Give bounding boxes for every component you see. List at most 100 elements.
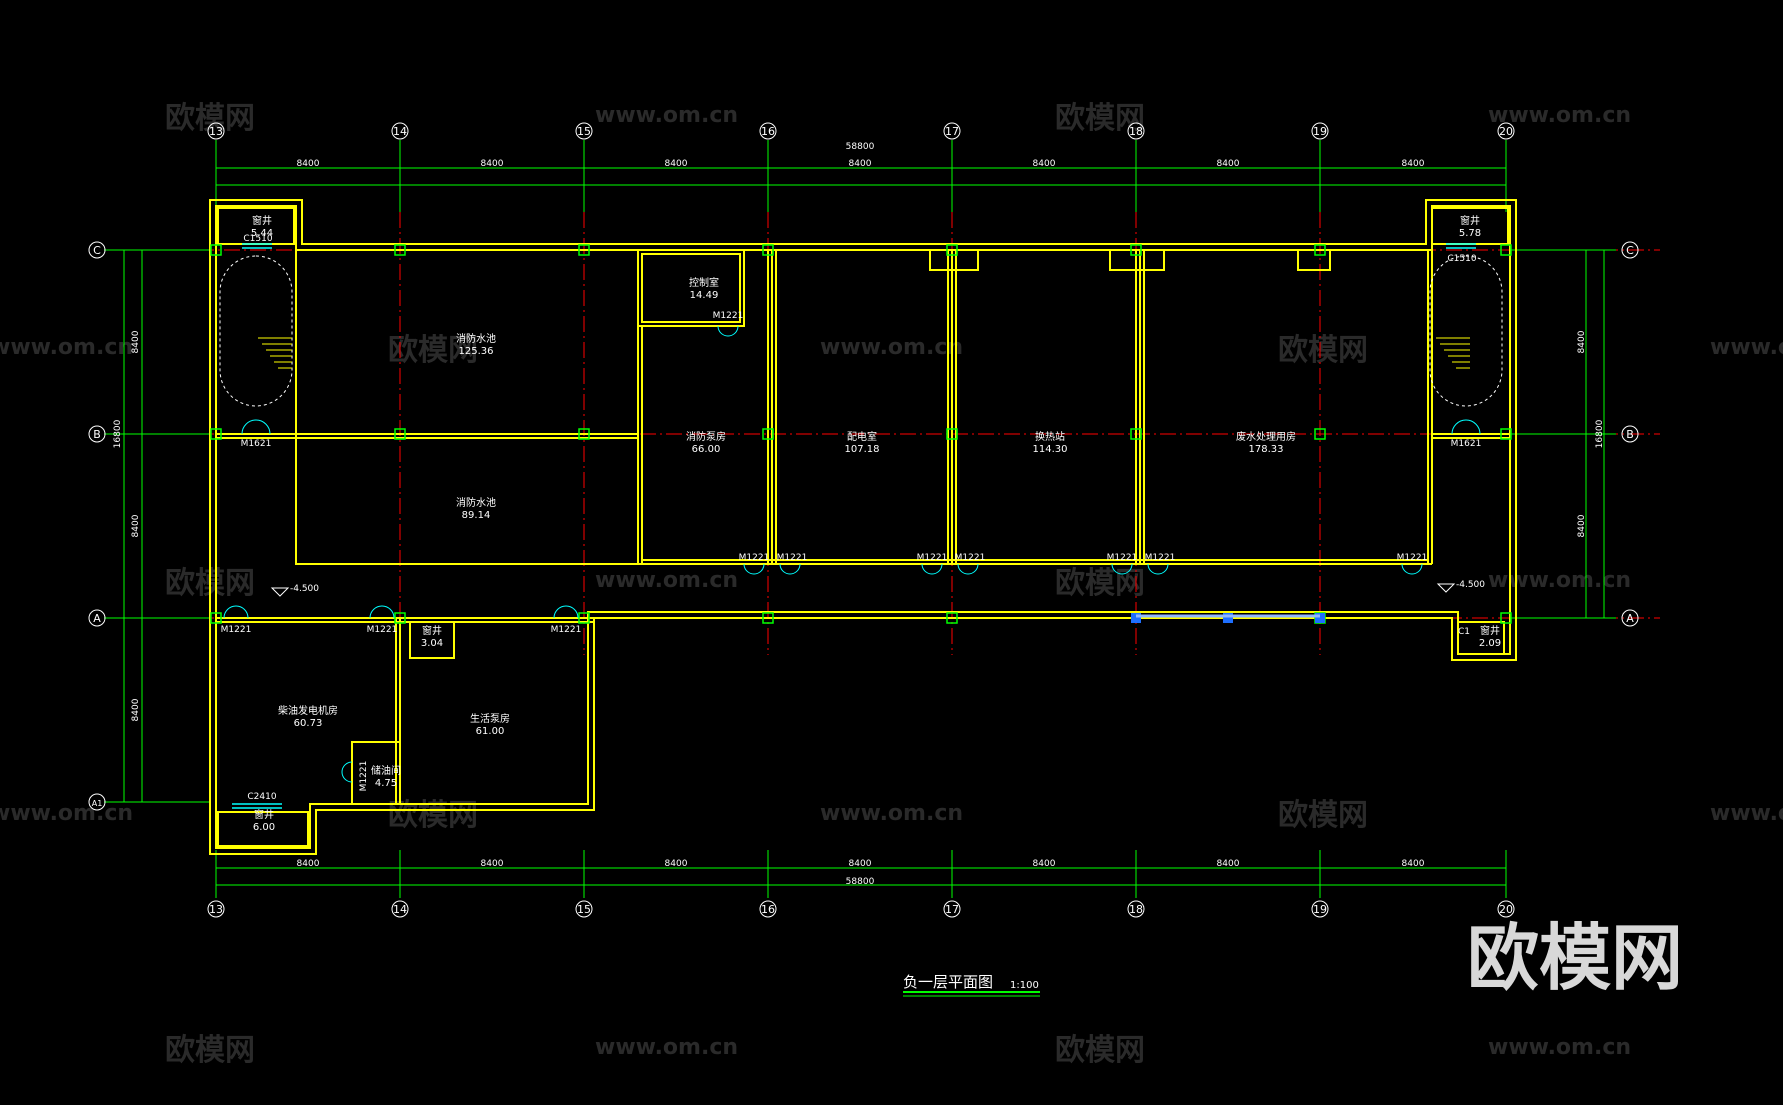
watermark-url: www.om.cn	[595, 1035, 738, 1060]
dim-top-4: 8400	[849, 159, 872, 169]
drawing-title-block: 负一层平面图 1:100	[903, 973, 1040, 997]
door-tag: M1221	[777, 553, 808, 563]
dim-right-total: 16800	[1595, 419, 1605, 448]
axis-label-B: B	[1626, 428, 1634, 441]
dim-bottom-1: 8400	[297, 859, 320, 869]
door-swing	[717, 325, 739, 337]
window-tag: C1510	[1447, 254, 1476, 264]
room-name: 储油间	[371, 764, 401, 777]
watermark-url: www.om.cn	[595, 103, 738, 128]
axis-label-18: 18	[1129, 903, 1143, 916]
dim-bottom-5: 8400	[1033, 859, 1056, 869]
room-name: 窗井	[1460, 214, 1480, 227]
door-swing	[241, 419, 271, 435]
dim-top-2: 8400	[481, 159, 504, 169]
window-well-room	[1457, 621, 1505, 655]
window-well-room	[217, 811, 309, 847]
elevation-markers: -4.500 -4.500	[270, 580, 1485, 597]
door-swing	[1111, 563, 1133, 575]
elevation-symbol	[1436, 583, 1456, 593]
room-area: 114.30	[1033, 444, 1068, 455]
axis-label-16: 16	[761, 125, 775, 138]
door-swing	[957, 563, 979, 575]
dim-bottom-7: 8400	[1402, 859, 1425, 869]
door-tag: M1221	[221, 625, 252, 635]
elevation-text: -4.500	[1456, 580, 1485, 590]
outer-wall	[209, 199, 1517, 855]
watermark-url: www.om.cn	[1488, 103, 1631, 128]
blue-columns	[1131, 613, 1325, 623]
door-tag: M1221	[367, 625, 398, 635]
room-area: 2.09	[1479, 638, 1501, 649]
watermark-logo: 欧模网	[165, 1033, 255, 1068]
door-swing	[1147, 563, 1169, 575]
watermark-logo: 欧模网	[1055, 1033, 1145, 1068]
door-tag: M1621	[1451, 439, 1482, 449]
axis-label-A: A	[1626, 612, 1634, 625]
axis-label-15: 15	[577, 903, 591, 916]
drawing-title: 负一层平面图	[903, 973, 993, 991]
door-tag: M1221	[955, 553, 986, 563]
room-name: 控制室	[689, 276, 719, 289]
door-tag: M1221	[1145, 553, 1176, 563]
room-name: 配电室	[847, 430, 877, 443]
brand-logo: 欧模网	[1467, 916, 1683, 1000]
room-name: 柴油发电机房	[278, 704, 338, 717]
walls	[209, 199, 1517, 855]
room-area: 61.00	[476, 726, 505, 737]
room-name: 消防水池	[456, 496, 496, 509]
axis-bubble-labels: 13 14 15 16 17 18 19 20 13 14 15 16 17 1…	[92, 125, 1635, 916]
stair-steps-left	[258, 337, 292, 369]
opening-tags: C1510 C1510 C2410 C1 M1621 M1621 M1221 M…	[221, 234, 1482, 802]
window-tag: C1	[1458, 627, 1470, 637]
room-name: 窗井	[1480, 624, 1500, 637]
axis-label-18: 18	[1129, 125, 1143, 138]
axis-label-C: C	[93, 244, 101, 257]
watermark-url: www.om.cn	[1488, 568, 1631, 593]
dim-left-total: 16800	[113, 419, 123, 448]
door-tag: M1221	[1107, 553, 1138, 563]
door-tag: M1221	[917, 553, 948, 563]
window-tag: C2410	[247, 792, 276, 802]
dim-right-2: 8400	[1577, 514, 1587, 537]
dim-top-5: 8400	[1033, 159, 1056, 169]
axis-label-13: 13	[209, 903, 223, 916]
watermark-logo: 欧模网	[1278, 333, 1368, 368]
watermark-logo: 欧模网	[1055, 566, 1145, 601]
axis-label-14: 14	[393, 903, 407, 916]
dim-right-1: 8400	[1577, 330, 1587, 353]
room-area: 125.36	[459, 346, 494, 357]
window-tag: C1510	[243, 234, 272, 244]
dim-left-2: 8400	[131, 514, 141, 537]
door-swing	[341, 761, 353, 783]
dim-top-7: 8400	[1402, 159, 1425, 169]
dim-top-total: 58800	[846, 142, 875, 152]
room-area: 3.04	[421, 638, 443, 649]
watermark-logo: 欧模网	[1055, 101, 1145, 136]
axis-label-17: 17	[945, 903, 959, 916]
room-name: 废水处理用房	[1236, 430, 1296, 443]
axis-label-C: C	[1626, 244, 1634, 257]
watermark-url: www.om.cn	[1710, 335, 1783, 360]
room-area: 5.78	[1459, 228, 1481, 239]
axis-bubbles	[88, 122, 1639, 918]
axis-label-14: 14	[393, 125, 407, 138]
door-tag: M1221	[1397, 553, 1428, 563]
axis-label-16: 16	[761, 903, 775, 916]
dim-left-3: 8400	[131, 698, 141, 721]
dim-top-3: 8400	[665, 159, 688, 169]
dim-top-1: 8400	[297, 159, 320, 169]
dim-bottom-2: 8400	[481, 859, 504, 869]
watermark-logo: 欧模网	[165, 101, 255, 136]
door-swing	[1451, 419, 1481, 435]
axis-label-20: 20	[1499, 125, 1513, 138]
room-name: 窗井	[422, 624, 442, 637]
axis-label-A1: A1	[92, 799, 103, 808]
door-tag: M1221	[359, 761, 369, 792]
dimension-texts: 8400 8400 8400 8400 8400 8400 8400 58800…	[113, 142, 1605, 887]
watermark-url: www.om.cn	[0, 801, 133, 826]
stair-steps-right	[1436, 337, 1470, 369]
dim-top-6: 8400	[1217, 159, 1240, 169]
room-name: 消防泵房	[686, 430, 726, 443]
